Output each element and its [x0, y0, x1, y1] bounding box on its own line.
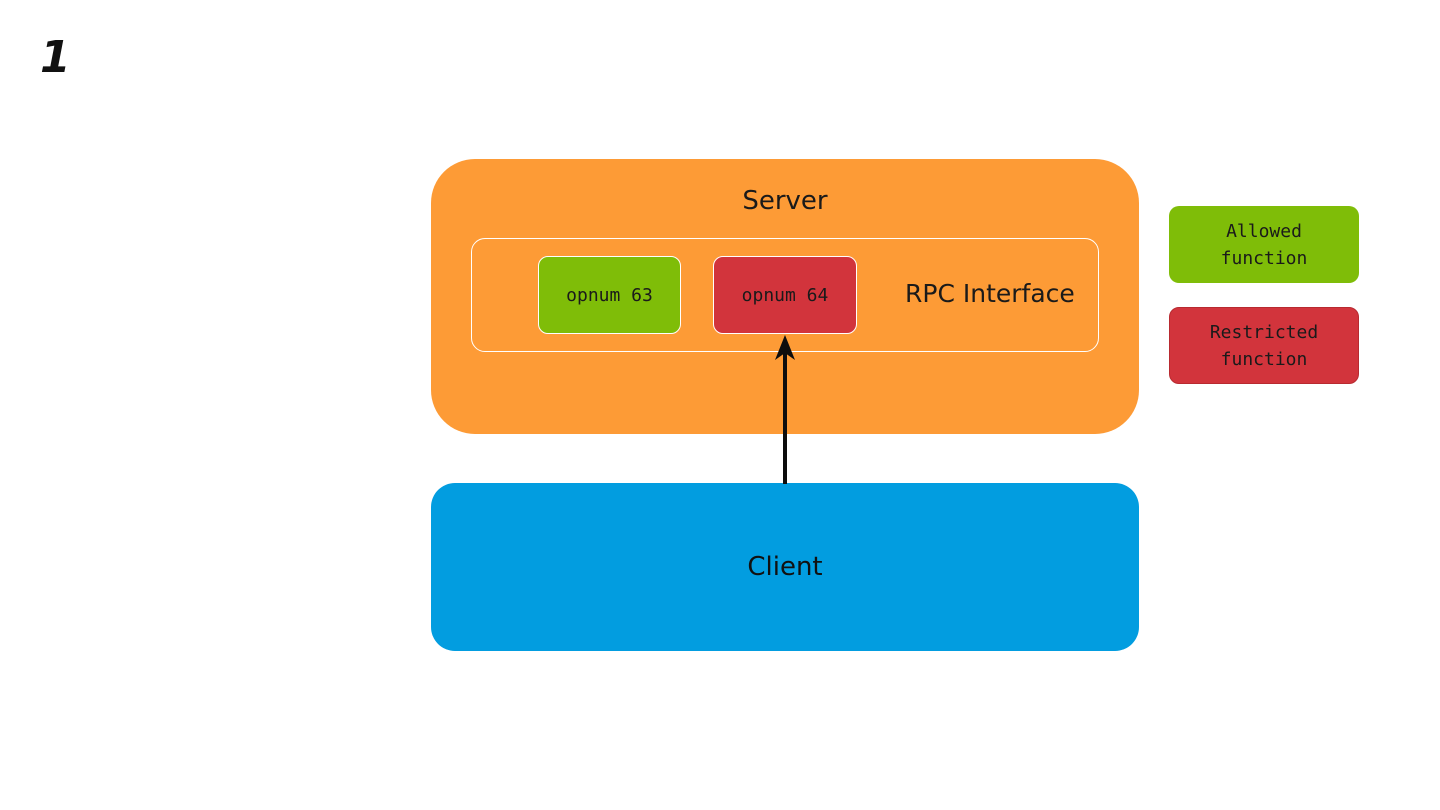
call-arrow-head [775, 335, 795, 360]
server-label: Server [742, 186, 828, 216]
legend-allowed-line1: Allowed [1226, 220, 1302, 242]
call-arrow [775, 335, 795, 484]
legend-allowed-line2: function [1220, 247, 1308, 269]
legend-restricted-line1: Restricted [1209, 321, 1319, 343]
client-box: Client [431, 483, 1139, 651]
legend-restricted: Restricted function [1169, 307, 1359, 384]
legend-allowed: Allowed function [1169, 206, 1359, 283]
step-number: 1 [40, 32, 71, 83]
function-opnum-64: opnum 64 [713, 256, 857, 334]
function-opnum-63: opnum 63 [538, 256, 681, 334]
rpc-interface-label: RPC Interface [905, 279, 1075, 308]
legend-restricted-line2: function [1220, 348, 1308, 370]
